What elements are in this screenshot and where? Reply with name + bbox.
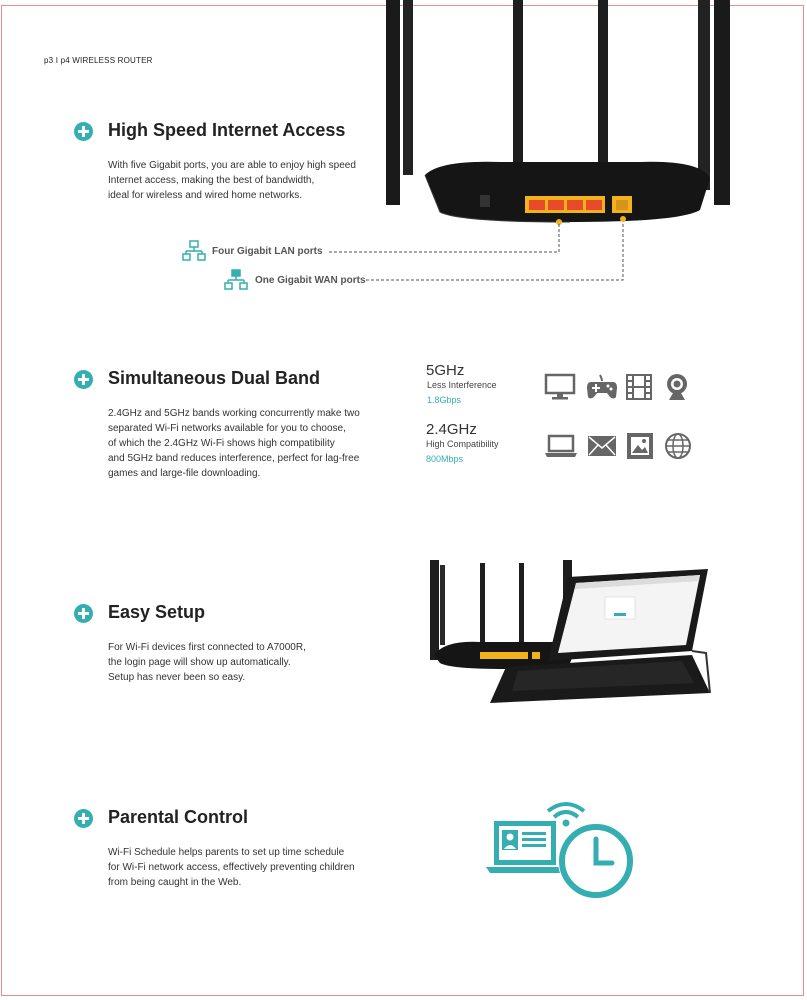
plus-icon [74, 122, 93, 141]
mail-icon [588, 436, 616, 456]
section-heading: Simultaneous Dual Band [108, 368, 321, 388]
wan-ports-label: One Gigabit WAN ports [255, 275, 366, 286]
gamepad-icon [587, 374, 617, 399]
text-line: For Wi-Fi devices first connected to A70… [108, 642, 306, 653]
text-line: games and large-file downloading. [108, 468, 261, 479]
text-line: Internet access, making the best of band… [108, 175, 315, 186]
plus-icon [74, 604, 93, 623]
monitor-icon [544, 373, 576, 400]
globe-icon [665, 433, 691, 459]
page-number-label: p3 I p4 WIRELESS ROUTER [44, 56, 153, 65]
section-description: Wi-Fi Schedule helps parents to set up t… [108, 845, 355, 890]
text-line: for Wi-Fi network access, effectively pr… [108, 862, 355, 873]
text-line: With five Gigabit ports, you are able to… [108, 160, 356, 171]
router-tablet-image [430, 560, 711, 703]
text-line: from being caught in the Web. [108, 877, 242, 888]
section-heading: Parental Control [108, 807, 249, 827]
plus-icon [74, 370, 93, 389]
text-line: the login page will show up automaticall… [108, 657, 291, 668]
port-connector-lines [328, 224, 624, 281]
network-wan-icon [224, 269, 248, 290]
section-description: For Wi-Fi devices first connected to A70… [108, 640, 306, 685]
plus-icon [74, 809, 93, 828]
text-line: of which the 2.4GHz Wi-Fi shows high com… [108, 438, 335, 449]
webcam-icon [667, 374, 687, 400]
router-image [386, 0, 730, 225]
section-heading: Easy Setup [108, 602, 206, 622]
section-description: With five Gigabit ports, you are able to… [108, 158, 356, 203]
film-icon [626, 374, 652, 400]
band-name: 2.4GHz [426, 421, 477, 438]
section-description: 2.4GHz and 5GHz bands working concurrent… [108, 406, 360, 481]
band-name: 5GHz [426, 362, 465, 379]
band-subtitle: Less Interference [427, 380, 497, 390]
band-subtitle: High Compatibility [426, 439, 499, 449]
band-speed: 800Mbps [426, 454, 464, 464]
text-line: separated Wi-Fi networks available for y… [108, 423, 346, 434]
band-speed: 1.8Gbps [427, 395, 462, 405]
page-frame [1, 5, 804, 996]
picture-icon [627, 433, 653, 459]
network-lan-icon [182, 240, 206, 261]
text-line: Setup has never been so easy. [108, 672, 246, 683]
section-heading: High Speed Internet Access [108, 120, 346, 140]
text-line: 2.4GHz and 5GHz bands working concurrent… [108, 408, 360, 419]
text-line: ideal for wireless and wired home networ… [108, 190, 302, 201]
parental-control-illustration [486, 802, 634, 899]
text-line: and 5GHz band reduces interference, perf… [108, 453, 360, 464]
lan-ports-label: Four Gigabit LAN ports [212, 246, 323, 257]
laptop-icon [545, 434, 577, 457]
text-line: Wi-Fi Schedule helps parents to set up t… [108, 847, 345, 858]
